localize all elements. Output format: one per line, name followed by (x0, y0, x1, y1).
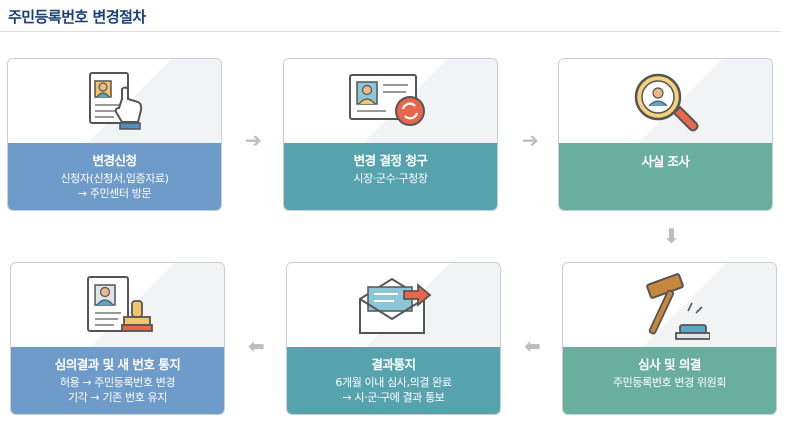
step-desc-line2: 기각 → 기존 번호 유지 (68, 391, 167, 404)
document-touch-icon (88, 72, 142, 130)
step-band: 심의결과 및 새 번호 통지 허용 → 주민등록번호 변경 기각 → 기존 번호… (11, 347, 224, 414)
envelope-send-icon (358, 277, 431, 334)
document-stamp-icon (86, 276, 153, 332)
magnifier-person-icon (634, 73, 698, 132)
step-desc-line1: 시장·군수·구청장 (353, 172, 428, 185)
step-label: 변경신청 (92, 153, 137, 168)
step-band: 심사 및 의결 주민등록번호 변경 위원회 (563, 347, 776, 414)
step-label: 결과통지 (371, 357, 416, 372)
step-card-request: 변경 결정 청구 시장·군수·구청장 (283, 58, 498, 211)
step-card-notify-new-number: 심의결과 및 새 번호 통지 허용 → 주민등록번호 변경 기각 → 기존 번호… (10, 262, 225, 415)
arrow-left-icon: ⬅ (524, 334, 541, 358)
title-divider (0, 31, 781, 32)
step-desc-line1: 신청자(신청서,입증자료) (60, 172, 169, 185)
arrow-right-icon: ➔ (522, 128, 539, 152)
arrow-right-icon: ➔ (245, 128, 262, 152)
step-label: 사실 조사 (641, 154, 690, 169)
arrow-left-icon: ⬅ (248, 334, 265, 358)
id-card-refresh-icon (348, 74, 425, 126)
step-label: 심사 및 의결 (638, 357, 701, 372)
step-label: 변경 결정 청구 (353, 153, 428, 168)
step-desc-line1: 허용 → 주민등록번호 변경 (59, 376, 176, 389)
page-title: 주민등록번호 변경절차 (8, 8, 146, 26)
step-band: 사실 조사 (559, 143, 772, 210)
step-desc-line1: 6개월 이내 심사,의결 완료 (335, 376, 452, 389)
step-card-apply: 변경신청 신청자(신청서,입증자료) → 주민센터 방문 (7, 58, 222, 211)
step-band: 변경신청 신청자(신청서,입증자료) → 주민센터 방문 (8, 143, 221, 210)
arrow-down-icon: ⬇ (663, 224, 680, 248)
step-desc-line2: → 주민센터 방문 (77, 187, 152, 200)
step-card-review: 심사 및 의결 주민등록번호 변경 위원회 (562, 262, 777, 415)
step-desc-line2: → 시·군·구에 결과 통보 (342, 391, 445, 404)
step-band: 변경 결정 청구 시장·군수·구청장 (284, 143, 497, 210)
step-band: 결과통지 6개월 이내 심사,의결 완료 → 시·군·구에 결과 통보 (287, 347, 500, 414)
step-label: 심의결과 및 새 번호 통지 (54, 357, 181, 372)
step-card-result-notice: 결과통지 6개월 이내 심사,의결 완료 → 시·군·구에 결과 통보 (286, 262, 501, 415)
gavel-icon (645, 273, 710, 340)
step-card-investigation: 사실 조사 (558, 58, 773, 211)
step-desc-line1: 주민등록번호 변경 위원회 (612, 376, 727, 389)
